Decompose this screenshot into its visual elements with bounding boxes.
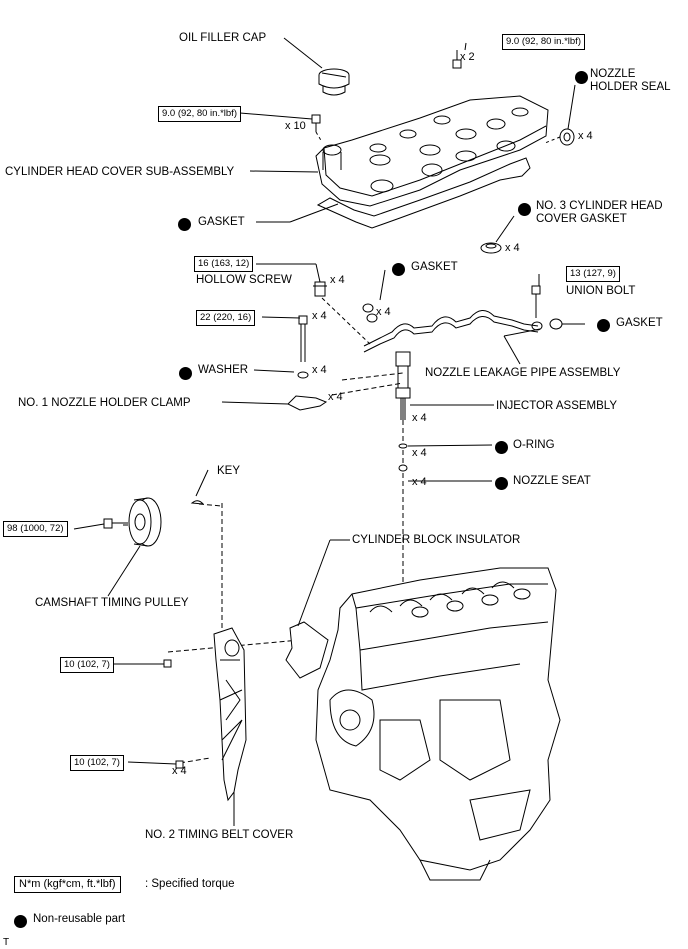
legend-nonreusable-label: Non-reusable part [33, 913, 126, 925]
camshaft-pulley-drawing [103, 497, 162, 547]
cover-bolts-drawing [311, 50, 462, 143]
torque-box-union-bolt: 13 (127, 9) [566, 266, 620, 282]
nonreusable-icon [575, 71, 588, 84]
qty-hollow: x 4 [330, 274, 345, 286]
torque-box-top-left: 9.0 (92, 80 in.*lbf) [158, 106, 241, 122]
legend-torque-desc: : Specified torque [145, 878, 235, 890]
o-ring-drawing [398, 443, 408, 449]
cylinder-block-insulator-label: CYLINDER BLOCK INSULATOR [352, 534, 521, 546]
nozzle-seat-drawing [398, 464, 408, 472]
nozzle-seat-label: NOZZLE SEAT [513, 475, 591, 487]
nonreusable-icon [392, 263, 405, 276]
union-bolt-label: UNION BOLT [566, 285, 636, 297]
nonreusable-icon [597, 319, 610, 332]
torque-box-top-right: 9.0 (92, 80 in.*lbf) [502, 34, 585, 50]
nozzle-leakage-pipe-drawing [363, 310, 539, 353]
qty-22: x 4 [312, 310, 327, 322]
gasket-top-label: GASKET [198, 216, 245, 228]
qty-clamp: x 4 [328, 391, 343, 403]
cylinder-block-insulator-drawing [285, 621, 329, 679]
o-ring-label: O-RING [513, 439, 555, 451]
nozzle-holder-clamp-drawing [287, 395, 328, 411]
nozzle-holder-seal-label: NOZZLE HOLDER SEAL [590, 68, 671, 93]
torque-box-hollow-screw: 16 (163, 12) [194, 256, 254, 272]
qty-washer: x 4 [312, 364, 327, 376]
qty-x2: x 2 [460, 51, 475, 63]
leader-lines [73, 37, 585, 826]
nonreusable-icon [495, 441, 508, 454]
torque-box-98: 98 (1000, 72) [3, 521, 68, 537]
cylinder-head-cover-label: CYLINDER HEAD COVER SUB-ASSEMBLY [5, 166, 235, 178]
nonreusable-icon [178, 218, 191, 231]
qty-no3: x 4 [505, 242, 520, 254]
union-bolt-drawing [531, 285, 563, 331]
nonreusable-icon [518, 203, 531, 216]
hollow-screw-label: HOLLOW SCREW [196, 274, 292, 286]
nozzle-holder-seal-drawing [544, 128, 575, 146]
qty-oring: x 4 [412, 447, 427, 459]
torque-box-22: 22 (220, 16) [196, 310, 256, 326]
oil-filler-cap-drawing [318, 68, 350, 96]
qty-gasket-mid: x 4 [376, 306, 391, 318]
gasket-mid-label: GASKET [411, 261, 458, 273]
torque-box-10b: 10 (102, 7) [70, 755, 124, 771]
qty-injector: x 4 [412, 412, 427, 424]
key-drawing [190, 500, 205, 505]
washer-label: WASHER [198, 364, 249, 376]
no2-timing-belt-cover-label: NO. 2 TIMING BELT COVER [145, 829, 294, 841]
nozzle-leakage-pipe-label: NOZZLE LEAKAGE PIPE ASSEMBLY [425, 367, 621, 379]
qty-seat: x 4 [412, 476, 427, 488]
cover-gasket-drawing [316, 157, 531, 229]
mid-gasket-drawing [362, 269, 386, 323]
injector-drawing [395, 351, 411, 420]
torque-box-10a: 10 (102, 7) [60, 657, 114, 673]
qty-cover: x 4 [172, 765, 187, 777]
engine-block-drawing [315, 567, 561, 881]
camshaft-timing-pulley-label: CAMSHAFT TIMING PULLEY [35, 597, 189, 609]
no3-cover-gasket-label: NO. 3 CYLINDER HEAD COVER GASKET [536, 200, 663, 225]
oil-filler-cap-label: OIL FILLER CAP [179, 32, 267, 44]
key-label: KEY [217, 465, 241, 477]
nonreusable-icon [495, 477, 508, 490]
nonreusable-icon [179, 367, 192, 380]
no3-gasket-drawing [480, 242, 502, 254]
gasket-right-label: GASKET [616, 317, 663, 329]
legend-nonreusable-icon [14, 915, 27, 928]
long-bolt-drawing [297, 315, 309, 379]
legend-torque-unit: N*m (kgf*cm, ft.*lbf) [14, 876, 121, 893]
no1-nozzle-holder-clamp-label: NO. 1 NOZZLE HOLDER CLAMP [18, 397, 191, 409]
qty-seal: x 4 [578, 130, 593, 142]
figure-code: T [3, 937, 10, 948]
qty-x10: x 10 [285, 120, 306, 132]
cylinder-head-cover-drawing [315, 95, 549, 207]
injector-assembly-label: INJECTOR ASSEMBLY [496, 400, 617, 412]
